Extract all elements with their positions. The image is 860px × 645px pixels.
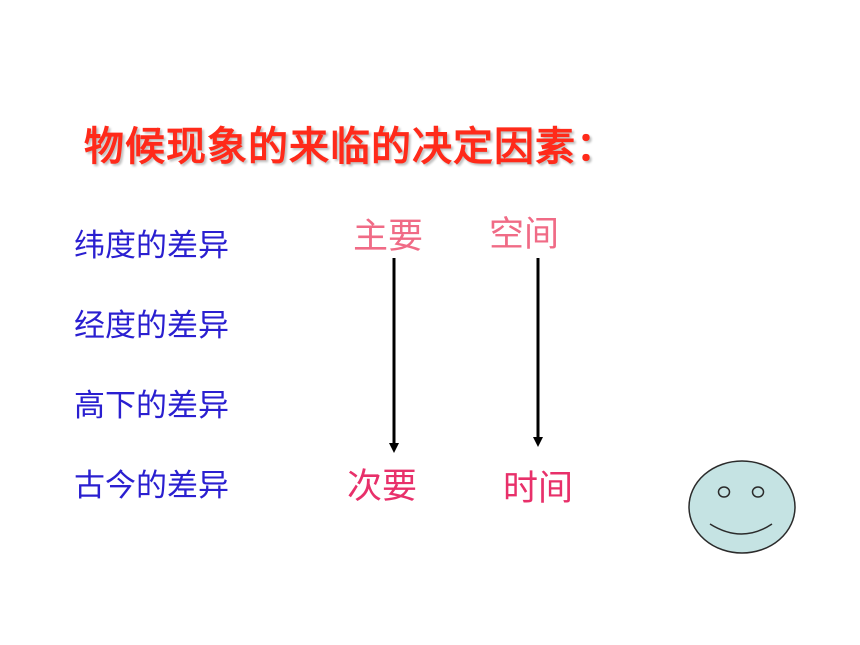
- label-secondary: 次要: [347, 467, 418, 507]
- label-space: 空间: [489, 215, 560, 255]
- factor-longitude: 经度的差异: [74, 308, 229, 344]
- label-time: 时间: [503, 469, 574, 509]
- label-main: 主要: [353, 217, 424, 257]
- smiley-face-icon: [688, 460, 796, 554]
- slide-title: 物候现象的来临的决定因素：: [84, 124, 617, 170]
- factor-era: 古今的差异: [74, 468, 229, 504]
- factor-altitude: 高下的差异: [74, 388, 229, 424]
- factor-latitude: 纬度的差异: [74, 228, 229, 264]
